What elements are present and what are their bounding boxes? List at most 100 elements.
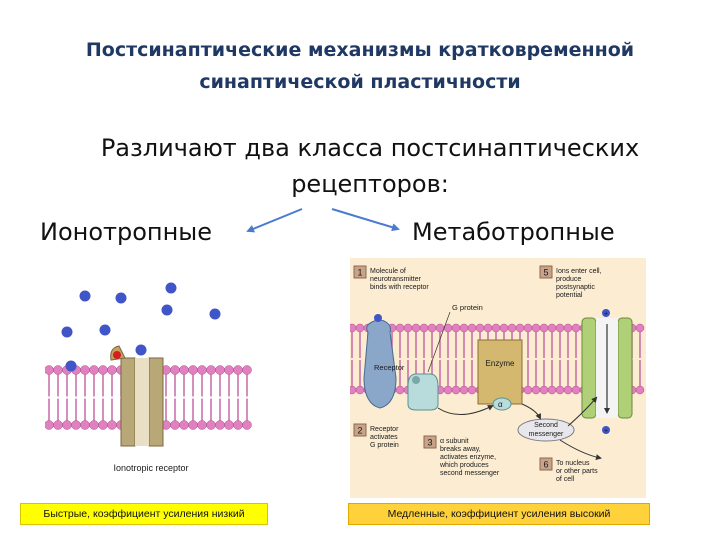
- lipid-head: [635, 323, 645, 333]
- lipid-head: [539, 323, 549, 333]
- neurotransmitter-ligand: [99, 324, 111, 336]
- neurotransmitter-ligand: [374, 314, 382, 322]
- step-1-text-line: binds with receptor: [370, 284, 429, 291]
- lipid-head: [53, 365, 63, 375]
- neurotransmitter-ligand: [61, 326, 73, 338]
- lipid-head: [563, 323, 573, 333]
- step-3-text-line: breaks away,: [440, 446, 481, 453]
- ionotropic-label: Ионотропные: [40, 218, 213, 246]
- lipid-head: [188, 420, 198, 430]
- lipid-head: [539, 385, 549, 395]
- step-2-text-line: G protein: [370, 442, 399, 449]
- lipid-head: [179, 420, 189, 430]
- lipid-head: [188, 365, 198, 375]
- lipid-head: [44, 420, 54, 430]
- lipid-head: [347, 323, 357, 333]
- lipid-head: [395, 385, 405, 395]
- enzyme: Enzyme: [477, 339, 523, 405]
- lipid-head: [206, 420, 216, 430]
- lipid-head: [242, 420, 252, 430]
- svg-text:+: +: [604, 428, 608, 435]
- step-6-box: [539, 457, 553, 471]
- lipid-head: [563, 385, 573, 395]
- step-2-number: 2: [357, 426, 362, 436]
- lipid-head: [89, 365, 99, 375]
- lipid-head: [451, 323, 461, 333]
- ionotropic-diagram: Ionotropic receptor: [44, 282, 252, 473]
- step-6-number: 6: [543, 460, 548, 470]
- lipid-head: [459, 323, 469, 333]
- step-5-box: [539, 265, 553, 279]
- neurotransmitter-ligand: [79, 290, 91, 302]
- lipid-head: [491, 323, 501, 333]
- ion-plus-signs: + +: [602, 309, 610, 435]
- lipid-head: [547, 385, 557, 395]
- step-3-text-line: second messenger: [440, 470, 500, 477]
- lipid-head: [98, 420, 108, 430]
- step-1-number: 1: [357, 268, 362, 278]
- lipid-bilayer: [44, 365, 252, 430]
- lipid-head: [555, 385, 565, 395]
- alpha-subunit: α: [492, 397, 512, 411]
- step-5-text-line: potential: [556, 292, 583, 299]
- step-5-text-line: produce: [556, 276, 581, 283]
- title-line-1: Постсинаптические механизмы кратковремен…: [85, 39, 635, 61]
- g-protein: G protein: [407, 303, 483, 411]
- step-2-text-line: Receptor: [370, 426, 399, 433]
- lipid-head: [80, 420, 90, 430]
- neurotransmitter-ligand: [209, 308, 221, 320]
- step-5-text-line: postsynaptic: [556, 284, 595, 291]
- lipid-head: [499, 323, 509, 333]
- lipid-head: [451, 385, 461, 395]
- lipid-head: [571, 385, 581, 395]
- svg-text:+: +: [604, 311, 608, 318]
- neurotransmitter-ligand: [165, 282, 177, 294]
- second-messenger-line-2: messenger: [529, 431, 564, 438]
- lipid-head: [483, 323, 493, 333]
- lipid-head: [170, 365, 180, 375]
- lipid-head: [224, 420, 234, 430]
- step-2-box: [353, 423, 367, 437]
- lipid-head: [206, 365, 216, 375]
- second-messenger-line-1: Second: [534, 422, 558, 429]
- metabotropic-caption: Медленные, коэффициент усиления высокий: [348, 503, 650, 525]
- step-3-box: [423, 435, 437, 449]
- lipid-head: [467, 385, 477, 395]
- page-title: Постсинаптические механизмы кратковремен…: [0, 34, 720, 98]
- lipid-head: [80, 365, 90, 375]
- metabotropic-figure: Receptor G protein Enzyme α Second messe…: [347, 258, 646, 498]
- neurotransmitter-ligand: [135, 344, 147, 356]
- step-5-number: 5: [543, 268, 548, 278]
- lipid-head: [170, 420, 180, 430]
- lipid-head: [355, 385, 365, 395]
- lipid-head: [531, 323, 541, 333]
- lipid-head: [44, 365, 54, 375]
- lipid-head: [395, 323, 405, 333]
- lipid-head: [507, 323, 517, 333]
- flow-arrows: [437, 396, 602, 461]
- arrow-to-metabotropic: [331, 208, 400, 232]
- lipid-head: [53, 420, 63, 430]
- lipid-head: [547, 323, 557, 333]
- step-3-text-line: which produces: [439, 462, 489, 469]
- lipid-head: [571, 323, 581, 333]
- ionotropic-caption: Быстрые, коэффициент усиления низкий: [20, 503, 268, 525]
- ionotropic-figure: Ionotropic receptor: [44, 258, 257, 504]
- lipid-head: [71, 420, 81, 430]
- lipid-head: [224, 365, 234, 375]
- ionotropic-receptor-label: Ionotropic receptor: [113, 463, 188, 473]
- metabotropic-label: Метаботропные: [412, 218, 615, 246]
- lipid-head: [459, 385, 469, 395]
- lipid-head: [89, 420, 99, 430]
- lipid-head: [197, 420, 207, 430]
- lipid-head: [443, 385, 453, 395]
- lipid-head: [179, 365, 189, 375]
- lipid-head: [523, 385, 533, 395]
- step-3-text-line: activates enzyme,: [440, 454, 496, 461]
- subtitle-line-2: рецепторов:: [291, 170, 449, 198]
- receptor-protein: Receptor: [363, 319, 405, 409]
- step-6-text-line: To nucleus: [556, 460, 590, 467]
- ligand-molecules: [61, 282, 221, 372]
- neurotransmitter-ligand: [161, 304, 173, 316]
